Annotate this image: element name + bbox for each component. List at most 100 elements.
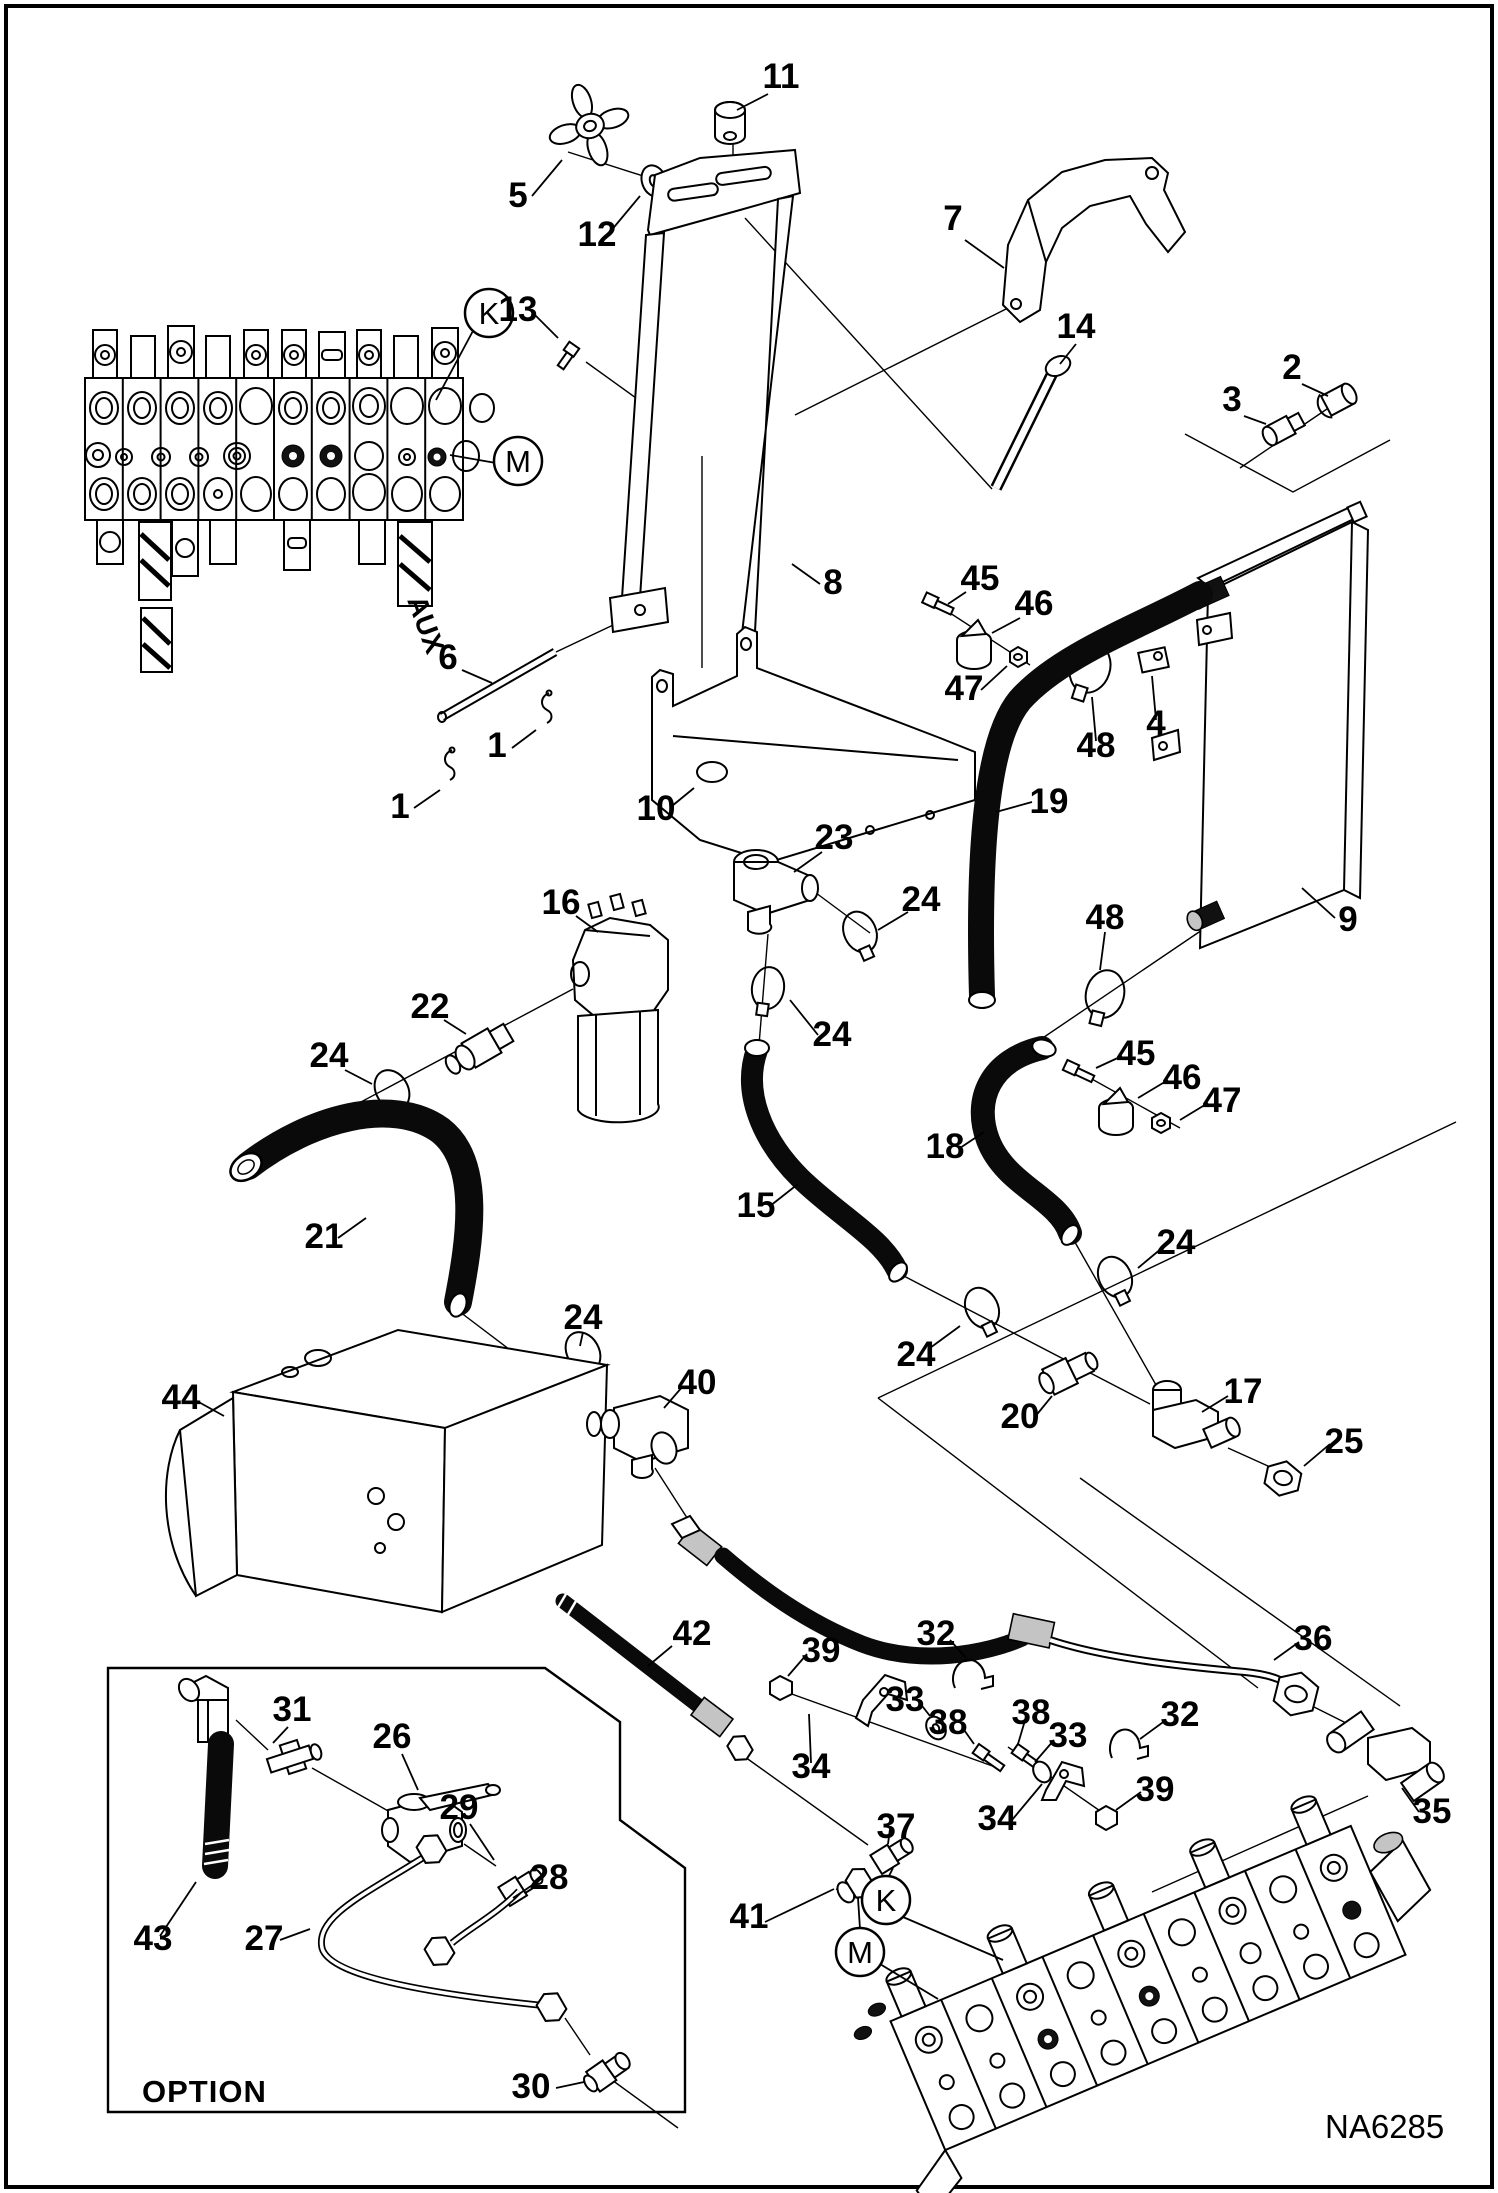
callout-3: 3 — [1222, 380, 1241, 419]
callout-34: 34 — [978, 1799, 1017, 1838]
callout-42: 42 — [673, 1614, 712, 1653]
callout-9: 9 — [1338, 900, 1357, 939]
callout-35: 35 — [1413, 1792, 1452, 1831]
hose-18 — [970, 1036, 1082, 1246]
callout-47: 47 — [945, 669, 984, 708]
callout-20: 20 — [1001, 1397, 1040, 1436]
callout-27: 27 — [245, 1919, 284, 1958]
callout-43: 43 — [134, 1919, 173, 1958]
reference-bubble-M: M — [492, 435, 544, 487]
callout-34: 34 — [792, 1747, 831, 1786]
callout-25: 25 — [1325, 1422, 1364, 1461]
callout-16: 16 — [542, 883, 581, 922]
callout-46: 46 — [1015, 584, 1054, 623]
callout-45: 45 — [1117, 1034, 1156, 1073]
callout-37: 37 — [877, 1807, 916, 1846]
tube-27 — [317, 1834, 568, 2022]
callout-5: 5 — [508, 176, 527, 215]
bolt-45-lower — [1061, 1058, 1096, 1084]
option-label: OPTION — [142, 2074, 267, 2109]
elbow-fitting-35 — [1326, 1710, 1445, 1803]
nut-47-lower — [1151, 1111, 1171, 1135]
hose-clamp-48-lower — [1084, 969, 1126, 1028]
callout-19: 19 — [1030, 782, 1069, 821]
callout-22: 22 — [411, 987, 450, 1026]
callout-45: 45 — [961, 559, 1000, 598]
callout-1: 1 — [487, 726, 506, 765]
callout-13: 13 — [499, 290, 538, 329]
hose-42 — [554, 1593, 754, 1761]
hose-clamp-24-b — [750, 966, 786, 1018]
callout-23: 23 — [815, 818, 854, 857]
bolt-45-upper — [920, 591, 955, 616]
pin-14 — [990, 354, 1072, 491]
clip-1-b — [444, 746, 456, 781]
hardware-set-left — [769, 1658, 1006, 1773]
callout-24: 24 — [813, 1015, 852, 1054]
filter-16 — [570, 892, 669, 1124]
callout-24: 24 — [897, 1335, 936, 1374]
callout-14: 14 — [1057, 307, 1096, 346]
tee-fitting-23 — [733, 849, 819, 935]
callout-24: 24 — [310, 1036, 349, 1075]
callout-31: 31 — [273, 1690, 312, 1729]
rod-6 — [437, 648, 558, 723]
knob-5 — [548, 83, 630, 167]
mount-46-lower — [1098, 1086, 1134, 1136]
tube-28 — [423, 1888, 522, 1966]
callout-32: 32 — [917, 1614, 956, 1653]
control-valve-bank-top — [84, 325, 495, 673]
tee-fitting-40 — [586, 1394, 689, 1479]
mount-frame-8 — [608, 148, 802, 716]
tee-31 — [235, 1719, 391, 1813]
svg-text:M: M — [505, 444, 531, 479]
hose-36 — [670, 1514, 1320, 1717]
mount-46-upper — [956, 618, 992, 670]
callout-29: 29 — [440, 1788, 479, 1827]
reference-bubble-M: M — [834, 1926, 886, 1978]
callout-44: 44 — [162, 1378, 201, 1417]
callout-2: 2 — [1282, 348, 1301, 387]
hose-43 — [202, 1731, 234, 1879]
callout-6: 6 — [438, 638, 457, 677]
callout-38: 38 — [1012, 1693, 1051, 1732]
hardware-set-right — [1010, 1728, 1149, 1832]
figure-code: NA6285 — [1325, 2108, 1444, 2145]
callout-15: 15 — [737, 1186, 776, 1225]
callout-26: 26 — [373, 1717, 412, 1756]
control-valve-bank-bottom — [853, 1795, 1432, 2193]
callout-24: 24 — [902, 880, 941, 919]
reference-bubble-K: K — [463, 287, 515, 339]
nut-25 — [1263, 1460, 1303, 1497]
callout-47: 47 — [1203, 1081, 1242, 1120]
callout-18: 18 — [926, 1127, 965, 1166]
callout-36: 36 — [1294, 1619, 1333, 1658]
callout-12: 12 — [578, 215, 617, 254]
callout-10: 10 — [637, 789, 676, 828]
leader-lines — [159, 93, 1420, 2089]
elbow-fitting-17 — [1152, 1380, 1241, 1450]
fitting-3 — [1261, 411, 1307, 447]
callout-28: 28 — [530, 1858, 569, 1897]
svg-text:K: K — [479, 296, 500, 331]
bushing-11 — [714, 101, 746, 145]
reference-plane-lines — [877, 433, 1457, 1707]
bracket-7 — [1001, 156, 1187, 324]
valve-feet — [138, 521, 433, 673]
callout-33: 33 — [886, 1680, 925, 1719]
callout-32: 32 — [1161, 1695, 1200, 1734]
callout-39: 39 — [802, 1631, 841, 1670]
callout-40: 40 — [678, 1363, 717, 1402]
callout-41: 41 — [730, 1897, 769, 1936]
callout-48: 48 — [1086, 898, 1125, 937]
callout-8: 8 — [823, 563, 842, 602]
nut-47-upper — [1009, 645, 1028, 669]
svg-text:M: M — [847, 1935, 873, 1970]
reference-bubble-K: K — [860, 1874, 912, 1926]
svg-text:K: K — [876, 1883, 897, 1918]
hose-15 — [741, 1039, 908, 1283]
callout-33: 33 — [1049, 1716, 1088, 1755]
fitting-20 — [1038, 1351, 1099, 1397]
